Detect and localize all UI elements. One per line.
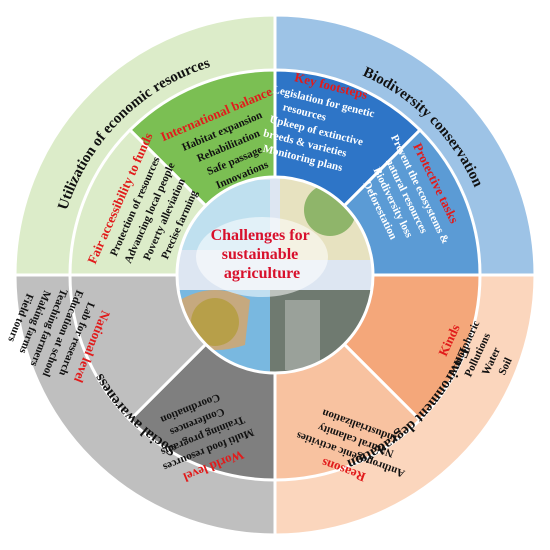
center-title: Challenges for sustainable agriculture xyxy=(211,227,314,282)
center-label-backdrop xyxy=(196,217,328,297)
center-title-line-2: sustainable xyxy=(222,246,298,263)
center-circle-border xyxy=(175,175,375,375)
center-title-line-1: Challenges for xyxy=(211,227,310,244)
center-title-line-3: agriculture xyxy=(224,265,300,282)
